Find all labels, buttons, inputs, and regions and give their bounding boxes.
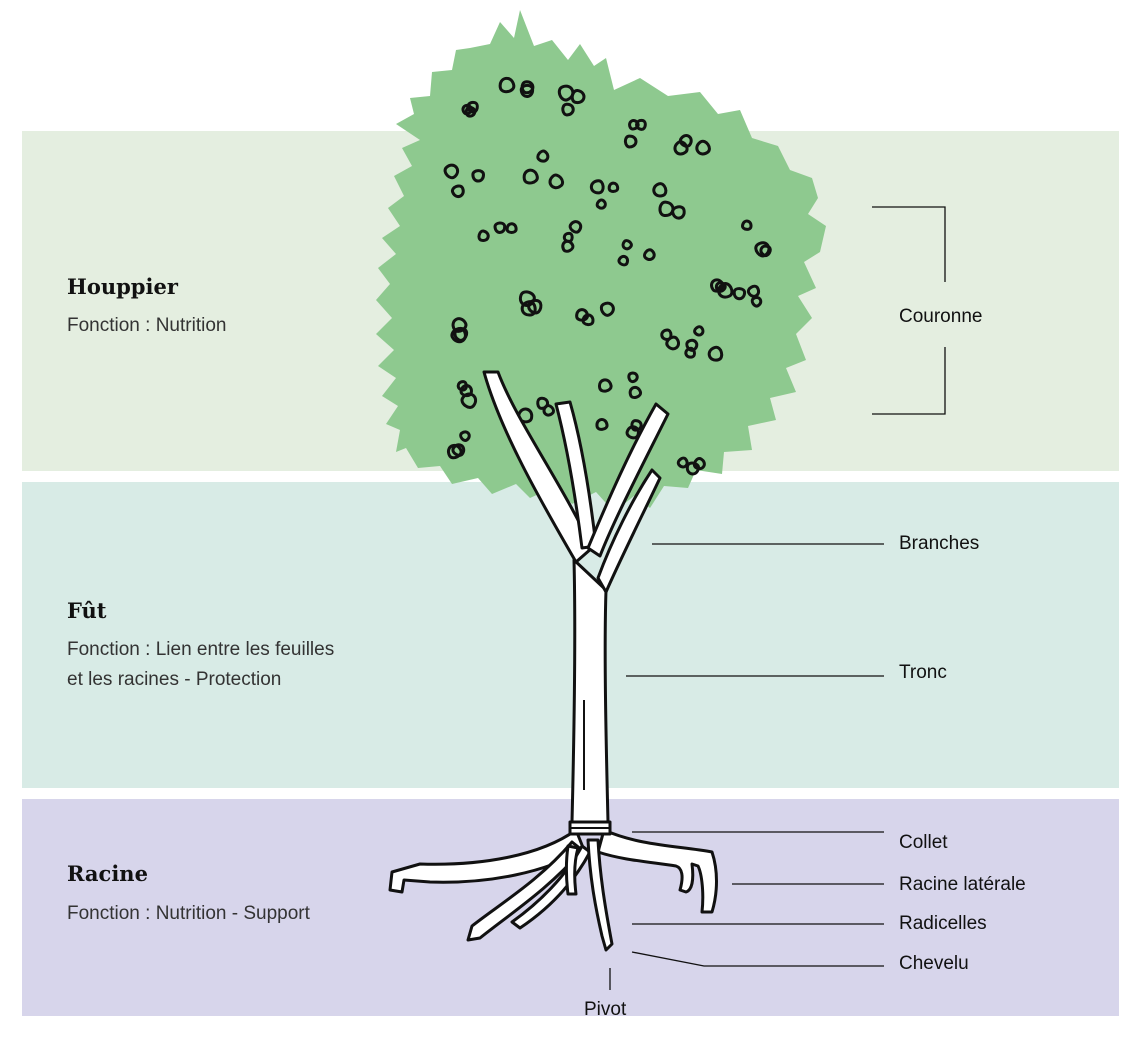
leaf-mark <box>658 200 675 217</box>
leaf-mark <box>627 371 639 384</box>
leaf-mark <box>676 456 689 469</box>
roots <box>388 820 718 952</box>
leaf-mark <box>665 335 681 351</box>
branch-right-upper <box>586 402 670 558</box>
leaf-mark <box>595 418 609 431</box>
leaves <box>443 76 772 476</box>
leaf-mark <box>562 231 574 243</box>
leaf-mark <box>599 301 615 317</box>
leaf-mark <box>717 282 734 299</box>
label-chevelu: Chevelu <box>899 953 969 974</box>
leaf-mark <box>447 443 463 460</box>
lateral-root-left <box>388 828 586 894</box>
leaf-mark <box>443 163 460 180</box>
leaf-mark <box>754 241 771 258</box>
leaf-mark <box>621 239 633 251</box>
leaf-mark <box>498 76 516 94</box>
leaf-mark <box>692 457 706 471</box>
leaf-mark <box>684 346 696 359</box>
leaf-mark <box>598 378 613 393</box>
leaf-mark <box>561 102 575 117</box>
leaf-mark <box>466 100 479 114</box>
leaf-mark <box>561 239 575 253</box>
leaf-mark <box>450 184 465 199</box>
leaf-mark <box>643 248 656 261</box>
trunk <box>570 558 610 824</box>
chevelu-leader <box>631 951 884 967</box>
leaf-mark <box>456 380 468 392</box>
leaf-mark <box>628 119 640 131</box>
label-racine-laterale: Racine latérale <box>899 874 1026 895</box>
root-small <box>565 844 580 896</box>
leaf-mark <box>477 229 490 242</box>
couronne-bracket-top <box>872 206 946 282</box>
tree-crown <box>376 10 826 512</box>
lateral-root-right <box>596 828 718 914</box>
branch-right-lower <box>596 468 662 594</box>
leaf-mark <box>557 84 575 102</box>
leaf-mark <box>570 89 586 104</box>
leaf-mark <box>617 254 630 267</box>
couronne-bracket-bottom <box>872 347 946 415</box>
leaf-mark <box>652 182 668 198</box>
fut-function-line1: Fonction : Lien entre les feuilles <box>67 639 335 660</box>
label-pivot: Pivot <box>584 999 627 1020</box>
leaf-mark <box>707 345 724 362</box>
leaf-mark <box>548 173 565 190</box>
houppier-function: Fonction : Nutrition <box>67 315 227 336</box>
leaf-mark <box>732 287 747 301</box>
leaf-mark <box>623 134 638 149</box>
fut-title: Fût <box>67 598 107 623</box>
leaf-mark <box>522 168 539 185</box>
leaf-mark <box>536 396 550 410</box>
leaf-mark <box>451 317 468 333</box>
racine-function: Fonction : Nutrition - Support <box>67 903 310 924</box>
leaf-mark <box>471 169 486 183</box>
leaf-mark <box>520 300 537 317</box>
leaf-mark <box>685 461 700 476</box>
leaf-mark <box>750 296 763 308</box>
leaf-mark <box>595 198 607 210</box>
fut-function-line2: et les racines - Protection <box>67 669 282 690</box>
leaf-mark <box>461 103 473 116</box>
leaf-mark <box>542 404 555 417</box>
label-radicelles: Radicelles <box>899 913 987 934</box>
leaf-mark <box>607 181 620 193</box>
leaf-mark <box>628 385 642 399</box>
label-branches: Branches <box>899 533 980 554</box>
leaf-mark <box>693 325 705 337</box>
leaf-mark <box>673 140 689 156</box>
leaf-mark <box>505 222 518 234</box>
leaf-mark <box>581 313 595 327</box>
leaf-mark <box>453 326 469 342</box>
leaf-mark <box>459 430 471 442</box>
leaf-mark <box>589 179 605 195</box>
callout-lines <box>609 206 946 990</box>
trunk-and-branches <box>482 370 670 824</box>
label-collet: Collet <box>899 832 948 853</box>
leaf-mark <box>519 83 535 98</box>
root-diagonal-left <box>466 840 584 942</box>
leaf-mark <box>493 221 507 234</box>
leaf-mark <box>520 80 535 95</box>
label-couronne: Couronne <box>899 306 983 327</box>
leaf-mark <box>695 139 711 156</box>
label-tronc: Tronc <box>899 662 947 683</box>
houppier-title: Houppier <box>67 274 178 299</box>
leaf-mark <box>527 298 543 315</box>
leaf-mark <box>741 219 753 231</box>
leaf-mark <box>536 149 550 163</box>
racine-title: Racine <box>67 861 148 886</box>
leaf-mark <box>459 384 473 398</box>
leaf-mark <box>451 443 466 457</box>
leaf-mark <box>630 419 643 432</box>
leaf-mark <box>746 284 761 298</box>
leaf-mark <box>568 220 583 234</box>
taproot <box>586 838 614 952</box>
